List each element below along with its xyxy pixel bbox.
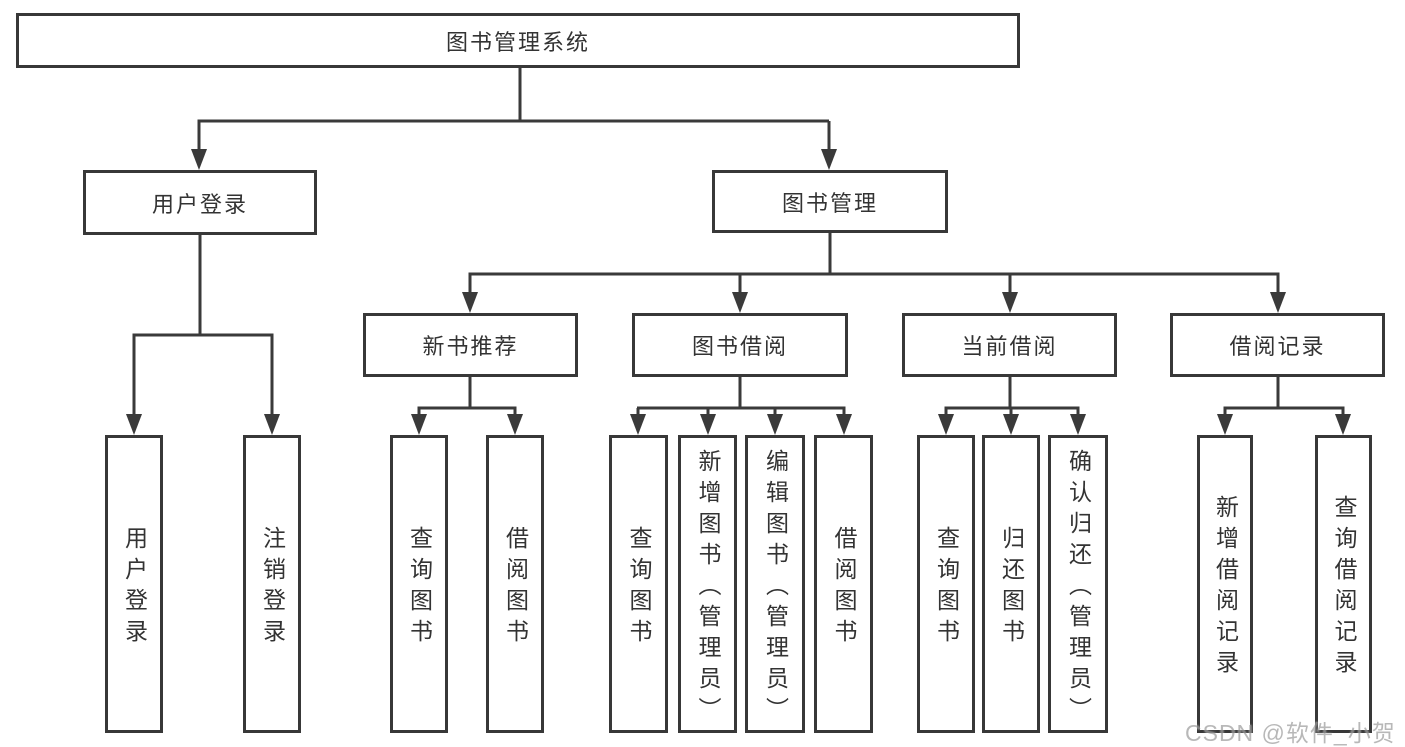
leaf-label: 查询图书 xyxy=(933,526,960,650)
node-label: 用户登录 xyxy=(151,191,248,217)
leaf-logout: 注销登录 xyxy=(243,435,301,733)
node-book-borrowing: 图书借阅 xyxy=(632,313,848,377)
leaf-label: 用户登录 xyxy=(121,526,148,650)
node-new-book-recommend: 新书推荐 xyxy=(363,313,578,377)
node-label: 图书借阅 xyxy=(691,334,788,359)
leaf-label: 新增图书（管理员） xyxy=(695,448,721,728)
csdn-watermark: CSDN @软件_小贺同学 xyxy=(1185,720,1396,746)
leaf-add-borrow-record: 新增借阅记录 xyxy=(1197,435,1253,733)
node-label: 当前借阅 xyxy=(961,334,1058,359)
leaf-label: 借阅图书 xyxy=(831,526,857,650)
leaf-add-book-admin: 新增图书（管理员） xyxy=(678,435,737,733)
leaf-confirm-return-admin: 确认归还（管理员） xyxy=(1048,435,1108,733)
connector-user-login xyxy=(126,235,280,435)
connector-root xyxy=(191,68,837,170)
node-library-management-system: 图书管理系统 xyxy=(16,13,1020,68)
leaf-label: 新增借阅记录 xyxy=(1212,495,1239,681)
leaf-borrow-book: 借阅图书 xyxy=(814,435,873,733)
node-borrow-records: 借阅记录 xyxy=(1170,313,1385,377)
leaf-label: 注销登录 xyxy=(259,526,286,650)
node-user-login: 用户登录 xyxy=(83,170,317,235)
leaf-query-books-recommend: 查询图书 xyxy=(390,435,448,733)
leaf-label: 查询图书 xyxy=(406,526,433,650)
leaf-query-books-current: 查询图书 xyxy=(917,435,975,733)
node-label: 图书管理 xyxy=(781,190,878,216)
leaf-return-book: 归还图书 xyxy=(982,435,1040,733)
leaf-label: 确认归还（管理员） xyxy=(1065,448,1092,728)
node-book-management: 图书管理 xyxy=(712,170,948,233)
node-current-borrowing: 当前借阅 xyxy=(902,313,1117,377)
node-label: 图书管理系统 xyxy=(445,29,590,55)
node-label: 新书推荐 xyxy=(422,334,519,359)
connector-book-borrowing xyxy=(630,377,852,435)
connector-book-management xyxy=(462,233,1286,313)
leaf-label: 借阅图书 xyxy=(502,526,529,650)
leaf-label: 归还图书 xyxy=(998,526,1025,650)
leaf-query-borrow-record: 查询借阅记录 xyxy=(1315,435,1372,733)
node-label: 借阅记录 xyxy=(1229,334,1326,359)
leaf-user-login: 用户登录 xyxy=(105,435,163,733)
leaf-query-books-borrowing: 查询图书 xyxy=(609,435,668,733)
leaf-label: 查询图书 xyxy=(626,526,652,650)
connector-borrow-records xyxy=(1217,377,1351,435)
leaf-borrow-book-recommend: 借阅图书 xyxy=(486,435,544,733)
connector-current-borrowing xyxy=(938,377,1086,435)
leaf-label: 查询借阅记录 xyxy=(1331,495,1357,681)
leaf-edit-book-admin: 编辑图书（管理员） xyxy=(745,435,805,733)
connector-new-book xyxy=(411,377,523,435)
leaf-label: 编辑图书（管理员） xyxy=(762,448,789,728)
